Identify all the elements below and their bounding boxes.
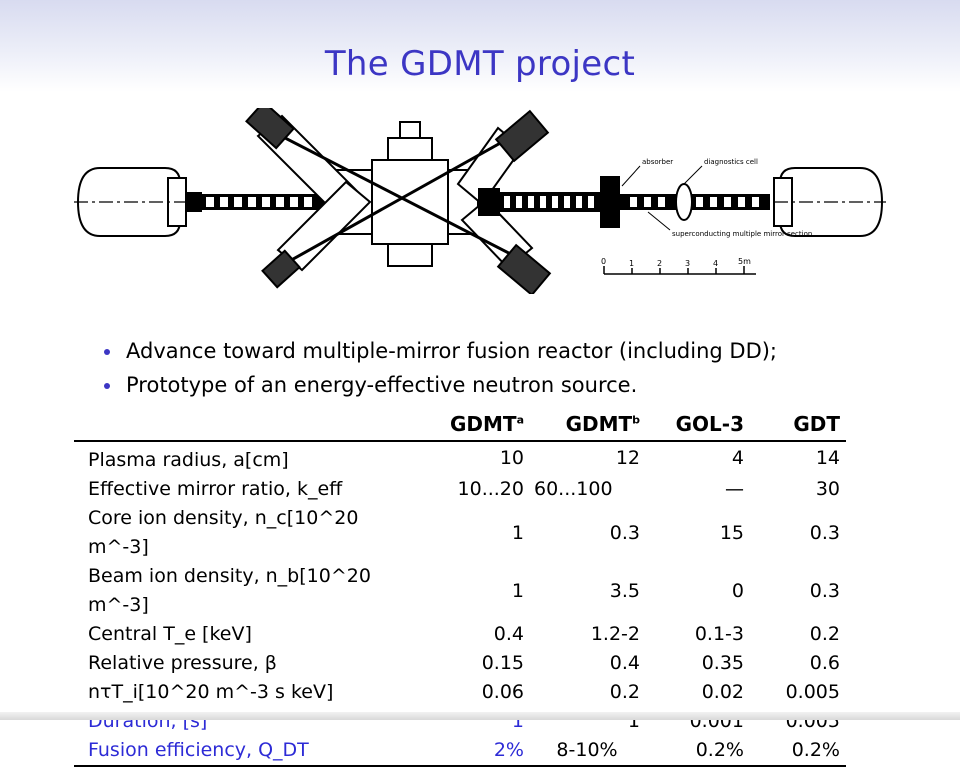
gdmt-schematic: absorber diagnostics cell superconductin…: [74, 108, 886, 294]
bullet-dot-icon: [104, 349, 110, 355]
header-gdt: GDT: [750, 408, 846, 442]
bullet-list: Advance toward multiple-mirror fusion re…: [100, 334, 900, 402]
table-row: Relative pressure, β 0.15 0.4 0.35 0.6: [74, 649, 846, 678]
bullet-item: Prototype of an energy-effective neutron…: [100, 368, 900, 402]
multiple-mirror-label: superconducting multiple mirror section: [672, 230, 812, 238]
table-row: nτT_i[10^20 m^-3 s keV] 0.06 0.2 0.02 0.…: [74, 678, 846, 707]
row-label: Core ion density, n_c[10^20 m^-3]: [88, 507, 359, 558]
scale-mark-1: 1: [629, 259, 634, 268]
scale-mark-5m: 5m: [738, 257, 751, 266]
table-row: Effective mirror ratio, k_eff 10...20 60…: [74, 475, 846, 504]
row-label: Effective mirror ratio, k_eff: [88, 478, 343, 500]
bullet-item: Advance toward multiple-mirror fusion re…: [100, 334, 900, 368]
bullet-dot-icon: [104, 383, 110, 389]
header-gdmt-a: GDMTa: [404, 408, 530, 442]
scale-mark-4: 4: [713, 259, 718, 268]
table-row: Central T_e [keV] 0.4 1.2-2 0.1-3 0.2: [74, 620, 846, 649]
row-label: Fusion efficiency, Q_DT: [74, 736, 404, 767]
table-row: Plasma radius, a[cm] 10 12 4 14: [74, 441, 846, 475]
footer-bar: [0, 712, 960, 720]
scale-mark-0: 0: [601, 257, 606, 266]
scale-mark-2: 2: [657, 259, 662, 268]
absorber-label: absorber: [642, 158, 673, 166]
header-gol3: GOL-3: [646, 408, 750, 442]
machine-diagram: absorber diagnostics cell superconductin…: [70, 108, 890, 294]
row-label: Central T_e [keV]: [88, 623, 252, 645]
row-label: Relative pressure, β: [88, 652, 277, 674]
row-label: Beam ion density, n_b[10^20 m^-3]: [88, 565, 371, 616]
table-row: Core ion density, n_c[10^20 m^-3] 1 0.3 …: [74, 504, 846, 562]
bullet-text: Advance toward multiple-mirror fusion re…: [126, 339, 778, 363]
slide-title: The GDMT project: [324, 44, 636, 84]
header-blank: [74, 408, 404, 442]
table-header-row: GDMTa GDMTb GOL-3 GDT: [74, 408, 846, 442]
header-band: [0, 0, 960, 92]
header-gdmt-b: GDMTb: [530, 408, 646, 442]
row-label: nτT_i[10^20 m^-3 s keV]: [88, 681, 334, 703]
bullet-text: Prototype of an energy-effective neutron…: [126, 373, 638, 397]
row-label: Plasma radius, a[cm]: [88, 449, 289, 471]
table-row: Fusion efficiency, Q_DT 2% 8-10% 0.2% 0.…: [74, 736, 846, 767]
diagnostics-cell-label: diagnostics cell: [704, 158, 758, 166]
scale-mark-3: 3: [685, 259, 690, 268]
table-row: Beam ion density, n_b[10^20 m^-3] 1 3.5 …: [74, 562, 846, 620]
